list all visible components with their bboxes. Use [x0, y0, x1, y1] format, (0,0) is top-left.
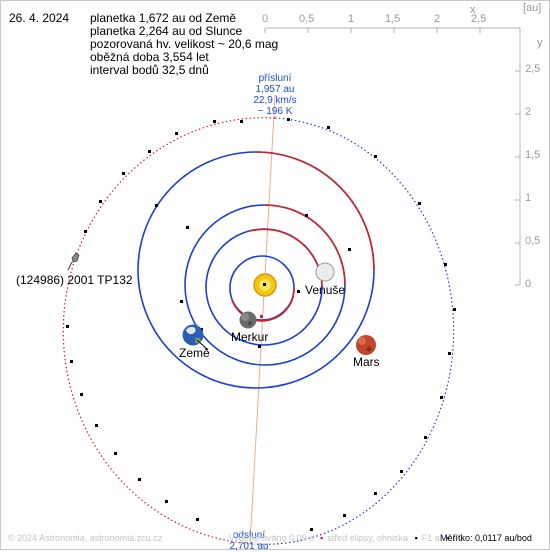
mercury-label: Merkur: [231, 330, 269, 344]
info-block: planetka 1,672 au od Země planetka 2,264…: [90, 12, 278, 77]
x-tick: 0: [262, 13, 269, 25]
y-tick: 2: [525, 106, 532, 118]
legend-f2-text: F2: [453, 533, 465, 543]
aphelion-label: odsluní 2,701 au: [224, 530, 274, 552]
x-axis-unit: [au]: [523, 2, 542, 14]
venus-icon: [315, 262, 335, 282]
info-point-interval: interval bodů 32,5 dnů: [90, 63, 209, 77]
mars-icon: [356, 335, 376, 355]
footer: © 2024 Astronomia, astronomia.zcu.cz Vyg…: [8, 533, 468, 543]
asteroid-interval-markers: [66, 118, 456, 531]
mars-label: Mars: [353, 355, 380, 369]
perihelion-temperature: ~ 196 K: [257, 106, 293, 117]
legend-f1-text: F1 a: [421, 533, 440, 543]
info-sun-distance: planetka 2,264 au od Slunce: [90, 24, 243, 38]
asteroid-icon: [67, 252, 80, 271]
x-tick: 1,5: [385, 13, 401, 25]
copyright-text: © 2024 Astronomia, astronomia.zcu.cz: [8, 533, 163, 543]
y-tick: 0: [525, 278, 532, 290]
asteroid-name: (124986) 2001 TP132: [16, 273, 133, 287]
y-axis: [515, 28, 521, 286]
aphelion-distance: 2,701 au: [229, 541, 269, 552]
x-tick: 2: [434, 13, 441, 25]
y-tick: 1,5: [525, 149, 541, 161]
info-earth-distance: planetka 1,672 au od Země: [90, 11, 237, 25]
ellipse-center-marker: [260, 315, 263, 318]
sun-icon: [253, 273, 277, 297]
info-magnitude: pozorovaná hv. velikost ~ 20,6 mag: [90, 37, 279, 51]
legend-f2-marker: ▪: [446, 533, 450, 543]
mercury-icon: [239, 311, 257, 329]
perihelion-label: přísluní 1,957 au 22,9 km/s ~ 196 K: [250, 73, 300, 117]
x-axis-letter: x: [470, 4, 476, 16]
earth-icon: [182, 324, 209, 351]
legend-center-text: střed elipsy, ohniska: [327, 533, 409, 543]
x-tick: 0,5: [299, 13, 315, 25]
legend-f1-marker: ▪: [414, 533, 418, 543]
asteroid-orbit-red: [62, 117, 276, 545]
perihelion-distance: 1,957 au: [255, 84, 295, 95]
mars-orbit: [137, 151, 375, 389]
x-tick: 1: [348, 13, 355, 25]
earth-label: Země: [179, 346, 210, 360]
legend-center-marker: ▪: [319, 533, 324, 543]
venus-label: Venuše: [305, 283, 346, 297]
x-axis: [264, 27, 520, 33]
aphelion-title: odsluní: [232, 530, 266, 541]
y-tick: 1: [525, 192, 532, 204]
x-tick: 2,5: [471, 13, 487, 25]
info-orbital-period: oběžná doba 3,554 let: [90, 50, 209, 64]
asteroid-orbit-blue: [253, 117, 455, 545]
y-tick: 0,5: [525, 235, 541, 247]
date-label: 26. 4. 2024: [9, 11, 70, 25]
y-tick: 2,5: [525, 63, 541, 75]
perihelion-speed: 22,9 km/s: [253, 95, 297, 106]
generated-text: Vygenerováno 0,09 s: [228, 533, 314, 543]
scale-label: Měřítko: 0,0117 au/bod: [440, 533, 532, 543]
y-axis-letter: y: [537, 37, 543, 49]
perihelion-title: přísluní: [258, 73, 292, 84]
